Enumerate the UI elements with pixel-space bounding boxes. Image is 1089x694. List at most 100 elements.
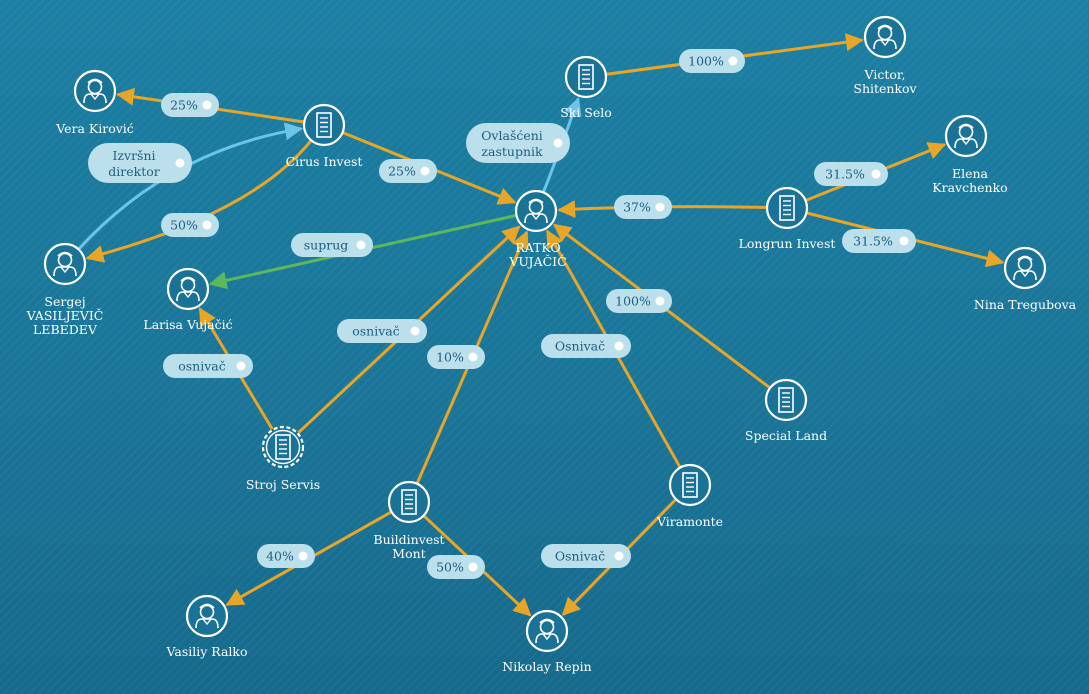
- pill-dot-icon: [468, 352, 478, 362]
- building-icon: [779, 195, 795, 221]
- edge-cirus-to-sergej: [85, 140, 312, 263]
- node-special[interactable]: Special Land: [745, 378, 827, 443]
- edge-label-cirus-ratko[interactable]: 25%: [379, 159, 437, 183]
- node-viramonte[interactable]: Viramonte: [656, 463, 723, 529]
- node-circle: [73, 69, 117, 113]
- pill-bg: [814, 162, 888, 186]
- person-icon: [83, 78, 107, 104]
- node-label-buildinvest: Mont: [392, 546, 425, 561]
- node-label-sergej: LEBEDEV: [33, 322, 98, 337]
- person-icon: [176, 276, 200, 302]
- building-icon: [778, 387, 794, 413]
- node-label-victor: Victor,: [864, 67, 906, 82]
- pill-bg: [614, 195, 672, 219]
- edge-label-special-ratko[interactable]: 100%: [606, 289, 672, 313]
- pill-bg: [257, 544, 315, 568]
- pill-bg: [427, 345, 485, 369]
- pill-dot-icon: [202, 100, 212, 110]
- edge-label-longrun-ratko[interactable]: 37%: [614, 195, 672, 219]
- edge-label-text: Ovlašćeni: [481, 128, 543, 143]
- pill-bg: [161, 213, 219, 237]
- edge-label-longrun-elena[interactable]: 31.5%: [814, 162, 888, 186]
- node-label-special: Special Land: [745, 428, 827, 443]
- edge-label-viramonte-nikolay[interactable]: Osnivač: [541, 544, 631, 568]
- pill-dot-icon: [175, 158, 185, 168]
- edge-label-longrun-nina[interactable]: 31.5%: [842, 229, 916, 253]
- pill-dot-icon: [655, 202, 665, 212]
- node-label-ratko: RATKO: [515, 240, 560, 255]
- pill-bg: [679, 49, 745, 73]
- edge-label-text: 40%: [266, 549, 294, 564]
- node-larisa[interactable]: Larisa Vujačić: [143, 267, 233, 332]
- node-longrun[interactable]: Longrun Invest: [739, 186, 836, 251]
- node-cirus[interactable]: Cirus Invest: [286, 103, 363, 169]
- edge-label-buildinvest-nikolay[interactable]: 50%: [427, 555, 485, 579]
- node-circle: [764, 378, 808, 422]
- node-victor[interactable]: Victor,Shitenkov: [853, 15, 918, 96]
- node-stroj[interactable]: Stroj Servis: [246, 425, 320, 492]
- node-nina[interactable]: Nina Tregubova: [974, 246, 1077, 312]
- node-label-longrun: Longrun Invest: [739, 236, 836, 251]
- pill-dot-icon: [728, 56, 738, 66]
- edge-label-stroj-ratko[interactable]: osnivač: [337, 319, 427, 343]
- node-skiselo[interactable]: Ski Selo: [560, 55, 612, 120]
- node-label-elena: Kravchenko: [932, 180, 1007, 195]
- node-label-nikolay: Nikolay Repin: [502, 659, 591, 674]
- edge-label-text: Izvršni: [112, 148, 155, 163]
- pill-bg: [163, 354, 253, 378]
- node-inner-ring: [265, 429, 301, 465]
- edge-label-stroj-larisa[interactable]: osnivač: [163, 354, 253, 378]
- pill-dot-icon: [468, 562, 478, 572]
- node-label-larisa: Larisa Vujačić: [143, 317, 232, 332]
- edge-label-viramonte-ratko[interactable]: Osnivač: [541, 334, 631, 358]
- node-label-sergej: VASILJEVIČ: [26, 307, 104, 323]
- node-label-skiselo: Ski Selo: [560, 105, 612, 120]
- pill-dot-icon: [202, 220, 212, 230]
- node-vera[interactable]: Vera Kirović: [55, 69, 134, 136]
- building-icon: [682, 472, 698, 498]
- edge-label-text: osnivač: [178, 359, 226, 374]
- pill-bg: [291, 233, 373, 257]
- node-nikolay[interactable]: Nikolay Repin: [502, 609, 592, 674]
- building-icon: [401, 489, 417, 515]
- pill-dot-icon: [236, 361, 246, 371]
- node-label-viramonte: Viramonte: [656, 514, 723, 529]
- node-circle: [302, 103, 346, 147]
- node-circle: [944, 114, 988, 158]
- node-circle: [261, 425, 305, 469]
- edge-label-text: 10%: [436, 350, 464, 365]
- pill-dot-icon: [410, 326, 420, 336]
- pill-dot-icon: [871, 169, 881, 179]
- node-label-nina: Nina Tregubova: [974, 297, 1077, 312]
- edge-label-cirus-sergej[interactable]: 50%: [161, 213, 219, 237]
- pill-bg: [379, 159, 437, 183]
- edge-label-cirus-vera[interactable]: 25%: [161, 93, 219, 117]
- node-circle: [765, 186, 809, 230]
- edge-label-buildinvest-ratko[interactable]: 10%: [427, 345, 485, 369]
- edge-label-ratko-larisa[interactable]: suprug: [291, 233, 373, 257]
- pill-bg: [606, 289, 672, 313]
- node-label-vasiliy: Vasiliy Ralko: [165, 644, 247, 659]
- person-icon: [873, 24, 897, 50]
- node-vasiliy[interactable]: Vasiliy Ralko: [165, 594, 248, 659]
- edge-label-text: Osnivač: [555, 339, 605, 354]
- edge-label-skiselo-victor[interactable]: 100%: [679, 49, 745, 73]
- node-label-ratko: VUJAČIĆ: [508, 253, 566, 269]
- building-icon: [578, 64, 594, 90]
- pill-bg: [337, 319, 427, 343]
- edge-label-text: osnivač: [352, 324, 400, 339]
- pill-dot-icon: [356, 240, 366, 250]
- node-label-cirus: Cirus Invest: [286, 154, 363, 169]
- edge-label-buildinvest-vasiliy[interactable]: 40%: [257, 544, 315, 568]
- node-label-sergej: Sergej: [44, 294, 85, 309]
- edge-label-text: 100%: [688, 54, 724, 69]
- edge-label-text: suprug: [304, 238, 349, 253]
- node-circle: [185, 594, 229, 638]
